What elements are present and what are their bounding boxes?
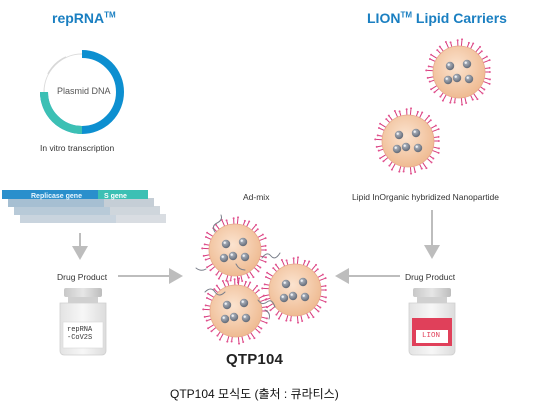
nanoparticle-center-3 <box>202 277 268 345</box>
vial-left-line2: -CoV2S <box>67 334 93 342</box>
rna-strip-replicase-2 <box>8 198 104 207</box>
rna-strip-sgene-0 <box>116 214 166 223</box>
nanoparticle-top-right-2 <box>374 107 440 175</box>
heading-reprna-text: repRNA <box>52 10 105 26</box>
nanoparticle-label: Lipid InOrganic hybridized Nanopartide <box>352 192 499 202</box>
vial-left-line1: repRNA <box>67 326 93 334</box>
heading-lion-rest: Lipid Carriers <box>415 10 507 26</box>
rna-strip-replicase-0 <box>20 214 116 223</box>
vial-right <box>408 288 456 356</box>
rna-strip-replicase-1 <box>14 206 110 215</box>
admix-label: Ad-mix <box>243 192 270 202</box>
heading-reprna-tm: TM <box>104 10 116 20</box>
rna-strands <box>195 214 281 320</box>
drug-product-right-label: Drug Product <box>405 272 456 282</box>
nanoparticle-top-right-1 <box>425 38 491 106</box>
figure-caption: QTP104 모식도 (출처 : 큐라티스) <box>170 387 339 401</box>
replicase-gene-label: Replicase gene <box>31 193 82 200</box>
plasmid-label: Plasmid DNA <box>57 86 111 96</box>
rna-strips <box>2 190 166 223</box>
rna-strip-sgene-1 <box>110 206 160 215</box>
vial-left <box>59 288 107 356</box>
vial-right-label: LION <box>422 332 441 340</box>
drug-product-left-label: Drug Product <box>57 272 108 282</box>
rna-strip-sgene-2 <box>104 198 154 207</box>
heading-reprna: repRNATM <box>52 10 116 26</box>
rna-strip-replicase-3 <box>2 190 98 199</box>
product-name: QTP104 <box>226 351 284 368</box>
vial-left-label: repRNA -CoV2S <box>67 326 92 342</box>
heading-lion-tm: TM <box>400 10 413 20</box>
plasmid-ring <box>40 50 124 134</box>
nanoparticle-center-1 <box>201 216 267 284</box>
s-gene-label: S gene <box>104 193 127 200</box>
heading-lion: LIONTM Lipid Carriers <box>367 10 507 26</box>
rna-strip-sgene-3 <box>98 190 148 199</box>
transcription-label: In vitro transcription <box>40 143 115 153</box>
nanoparticle-center-2 <box>261 256 327 324</box>
heading-lion-text: LION <box>367 10 401 26</box>
